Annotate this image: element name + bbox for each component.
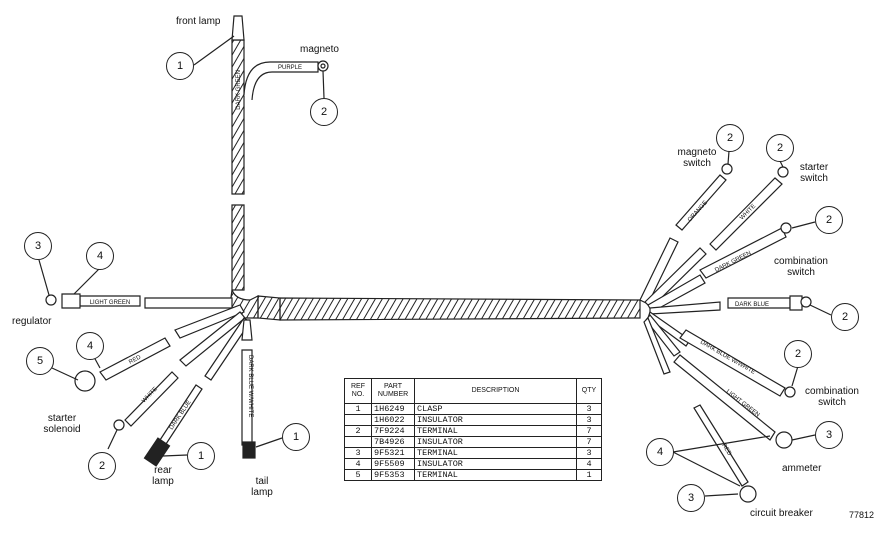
callout-rear-lamp-terminal: 2 — [88, 452, 116, 480]
callout-combination-switch-dark-blue: 2 — [831, 303, 859, 331]
magneto-switch-label: magneto switch — [677, 147, 717, 169]
callout-magneto-switch: 2 — [716, 124, 744, 152]
dark-blue-wire-label: DARK BLUE — [169, 400, 193, 432]
red-wire — [174, 304, 245, 339]
callout-starter-solenoid: 5 — [26, 347, 54, 375]
ref-cell — [344, 436, 372, 448]
circuit-breaker-label: circuit breaker — [750, 508, 813, 519]
qty-header: QTY — [576, 378, 602, 404]
dark-green-wire-label: DARK GREEN — [236, 70, 242, 110]
dark-blue-wire-right-label: DARK BLUE — [735, 302, 769, 308]
dark-blue-white-wire-right-label: DARK BLUE W/WHITE — [699, 340, 756, 376]
callout-solenoid-insulator: 4 — [76, 332, 104, 360]
desc-cell: INSULATOR — [414, 458, 577, 470]
ref-cell: 4 — [344, 458, 372, 470]
desc-cell: TERMINAL — [414, 469, 577, 481]
qty-cell: 3 — [576, 447, 602, 459]
starter-solenoid-label: starter solenoid — [43, 413, 81, 435]
callout-circuit-breaker: 3 — [677, 484, 705, 512]
front-lamp-branch — [231, 39, 245, 195]
callout-regulator-terminal: 3 — [24, 232, 52, 260]
tail-lamp-label: tail lamp — [251, 476, 273, 498]
qty-cell: 3 — [576, 414, 602, 426]
ref-cell: 2 — [344, 425, 372, 437]
desc-cell: TERMINAL — [414, 425, 577, 437]
desc-cell: CLASP — [414, 403, 577, 415]
front-lamp-label: front lamp — [176, 16, 221, 27]
part-cell: 7B4926 — [371, 436, 415, 448]
qty-cell: 4 — [576, 458, 602, 470]
combination-switch-upper-label: combination switch — [774, 256, 828, 278]
callout-tail-lamp: 1 — [282, 423, 310, 451]
parts-table-header: REF NO. PART NUMBER DESCRIPTION QTY — [344, 378, 602, 404]
red-wire-label: RED — [128, 354, 143, 366]
ref-cell: 5 — [344, 469, 372, 481]
ref-cell: 3 — [344, 447, 372, 459]
ammeter-label: ammeter — [782, 463, 822, 474]
callout-insulators-right: 4 — [646, 438, 674, 466]
part-cell: 9F5509 — [371, 458, 415, 470]
qty-cell: 3 — [576, 403, 602, 415]
qty-cell: 1 — [576, 469, 602, 481]
callout-combination-switch-lower: 2 — [784, 340, 812, 368]
part-cell: 9F5353 — [371, 469, 415, 481]
part-cell: 1H6022 — [371, 414, 415, 426]
figure-number: 77812 — [849, 510, 875, 520]
callout-rear-lamp: 1 — [187, 442, 215, 470]
combination-switch-lower-label: combination switch — [805, 386, 859, 408]
callout-ammeter: 3 — [815, 421, 843, 449]
description-header: DESCRIPTION — [414, 378, 577, 404]
rear-lamp-label: rear lamp — [152, 465, 174, 487]
magneto-label: magneto — [300, 44, 339, 55]
ref-cell — [344, 414, 372, 426]
part-cell: 7F9224 — [371, 425, 415, 437]
dark-blue-white-wire-label: DARK BLUE W/WHITE — [247, 355, 253, 417]
ref-no-header: REF NO. — [344, 378, 372, 404]
ref-cell: 1 — [344, 403, 372, 415]
callout-front-lamp: 1 — [166, 52, 194, 80]
qty-cell: 7 — [576, 425, 602, 437]
part-cell: 1H6249 — [371, 403, 415, 415]
callout-starter-switch: 2 — [766, 134, 794, 162]
desc-cell: INSULATOR — [414, 436, 577, 448]
callout-regulator-insulator: 4 — [86, 242, 114, 270]
desc-cell: TERMINAL — [414, 447, 577, 459]
desc-cell: INSULATOR — [414, 414, 577, 426]
starter-switch-label: starter switch — [799, 162, 829, 184]
regulator-label: regulator — [12, 316, 52, 327]
qty-cell: 7 — [576, 436, 602, 448]
main-harness — [279, 297, 641, 321]
part-cell: 9F5321 — [371, 447, 415, 459]
callout-magneto: 2 — [310, 98, 338, 126]
light-green-wire-label: LIGHT GREEN — [90, 300, 131, 306]
light-green-wire — [144, 297, 233, 309]
purple-wire-label: PURPLE — [278, 65, 302, 71]
callout-combination-switch-upper: 2 — [815, 206, 843, 234]
part-number-header: PART NUMBER — [371, 378, 415, 404]
